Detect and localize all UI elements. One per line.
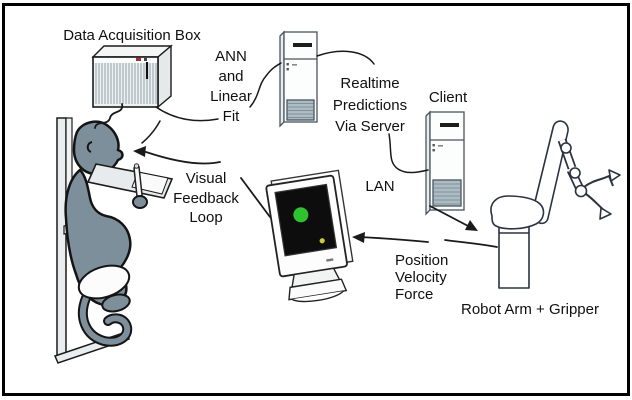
pvf-label-line3: Force [395, 286, 433, 303]
pvf-label-line2: Velocity [395, 269, 447, 286]
box-to-ann-line [155, 106, 219, 122]
realtime-label-line3: Via Server [335, 118, 405, 135]
visual-feedback-label-line2: Feedback [173, 190, 239, 207]
ann-label-line3: Linear [210, 88, 252, 105]
robot-arm-label: Robot Arm + Gripper [461, 301, 599, 318]
pvf-label-line1: Position [395, 252, 448, 269]
daq-box-label: Data Acquisition Box [63, 27, 201, 44]
connectors [133, 50, 498, 248]
box-back-wire [141, 120, 161, 144]
client-server-illustration [425, 110, 465, 216]
feedback-label-to-monitor-line [240, 177, 271, 218]
vent-stripes [95, 63, 157, 104]
monitor-illustration [265, 169, 354, 303]
data-acquisition-box-illustration [91, 44, 173, 109]
ann-label-line1: ANN [215, 48, 247, 65]
ann-server-illustration [279, 30, 318, 128]
realtime-label-line2: Predictions [333, 97, 407, 114]
power-indicator [136, 57, 141, 61]
head-electrode-wire [94, 103, 124, 129]
robot-to-monitor-line-right [444, 239, 498, 248]
server-to-client-lan-line [388, 133, 429, 174]
visual-feedback-label-line3: Loop [189, 209, 222, 226]
server-to-realtime-line [316, 50, 375, 65]
figure-border [2, 3, 630, 396]
ann-label-line4: Fit [223, 108, 240, 125]
tray-illustration [86, 163, 174, 199]
monkey-illustration [64, 120, 133, 347]
realtime-label-line1: Realtime [340, 75, 399, 92]
lan-label: LAN [365, 178, 394, 195]
ann-label-line2: and [218, 68, 243, 85]
joystick-illustration [132, 163, 148, 209]
client-label: Client [429, 89, 468, 106]
ear-mark [86, 141, 93, 153]
ann-label-to-server-line [249, 62, 282, 108]
client-to-robot-arrow [429, 205, 471, 228]
visual-feedback-label-line1: Visual [186, 170, 227, 187]
labels: Data Acquisition Box ANN and Linear Fit … [63, 27, 599, 318]
robot-to-monitor-arrow [359, 236, 429, 243]
robot-arm-illustration [490, 120, 621, 289]
feedback-to-monkey-arrow [145, 151, 221, 165]
target-dot [293, 207, 309, 223]
cursor-dot [319, 238, 325, 244]
